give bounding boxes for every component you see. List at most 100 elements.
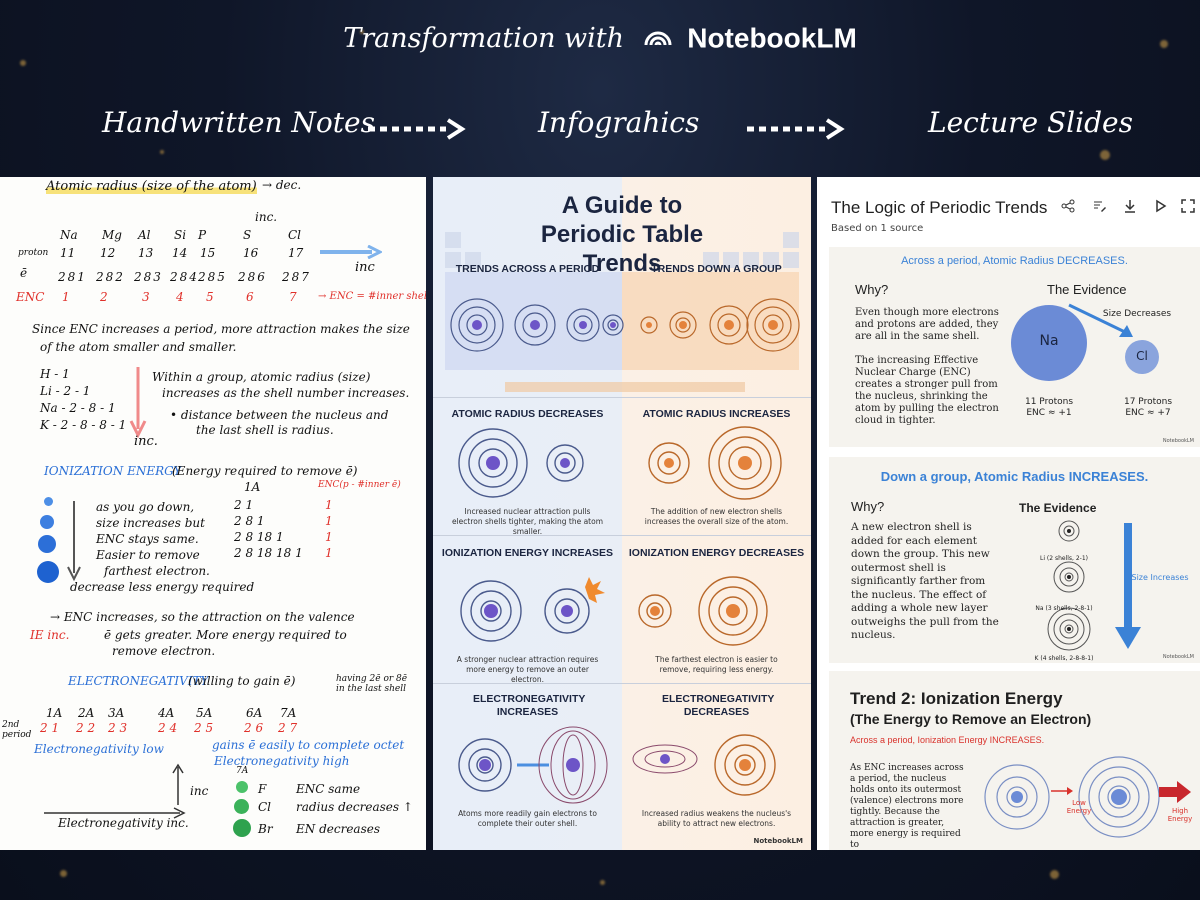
- infographic-panel: A Guide to Periodic Table Trends TRENDS …: [433, 177, 811, 850]
- en-value: 2 2: [76, 721, 96, 735]
- section-caption: Increased nuclear attraction pulls elect…: [451, 507, 604, 536]
- slides-title: The Logic of Periodic Trends: [831, 198, 1048, 217]
- download-icon[interactable]: [1121, 199, 1139, 217]
- en-period: 2nd period: [2, 720, 32, 740]
- atom-dot-icon: [40, 515, 54, 529]
- group-row: K - 2 - 8 - 8 - 1: [40, 418, 127, 432]
- na-atom-icon: [1011, 305, 1087, 381]
- ie-line: ENC stays same.: [96, 532, 199, 546]
- element-symbol: Na: [60, 228, 78, 242]
- en-bottom: Electronegativity inc.: [58, 816, 189, 830]
- proton-count: 14: [172, 246, 188, 260]
- slide-3[interactable]: Trend 2: Ionization Energy (The Energy t…: [829, 671, 1200, 850]
- slide-2[interactable]: Down a group, Atomic Radius INCREASES. W…: [829, 457, 1200, 663]
- en-high-line: Electronegativity high: [214, 754, 350, 768]
- en-value: 2 4: [158, 721, 178, 735]
- halogen-dot-icon: [236, 781, 248, 793]
- electron-config: 285: [198, 270, 227, 284]
- ie-inc-line: remove electron.: [112, 644, 216, 658]
- en-low: Electronegativity low: [34, 742, 164, 756]
- ie-line: as you go down,: [96, 500, 195, 514]
- background-sparkle: [160, 150, 164, 154]
- enc-value: 7: [289, 290, 297, 304]
- group-text: increases as the shell number increases.: [162, 386, 410, 400]
- na-caption: ENC ≈ +1: [1026, 408, 1072, 418]
- play-icon[interactable]: [1151, 199, 1169, 217]
- edit-icon[interactable]: [1091, 199, 1109, 217]
- en-value: 2 7: [278, 721, 298, 735]
- proton-count: 13: [138, 246, 154, 260]
- stage-handwritten: Handwritten Notes: [102, 106, 375, 139]
- en-side-note: having 2ē or 8ē in the last shell: [336, 674, 408, 694]
- element-symbol: Cl: [288, 228, 302, 242]
- cl-caption: 17 Protons: [1123, 397, 1173, 407]
- slide-heading: (The Energy to Remove an Electron): [850, 711, 1092, 727]
- slide-why: Why?: [851, 499, 885, 514]
- share-icon[interactable]: [1059, 199, 1077, 217]
- dotted-arrow-icon: [366, 117, 466, 145]
- divider: [433, 683, 811, 684]
- enc-value: 3: [142, 290, 150, 304]
- background-sparkle: [600, 880, 605, 885]
- background-sparkle: [1160, 40, 1168, 48]
- section-head: ATOMIC RADIUS INCREASES: [642, 408, 791, 420]
- en-group: 5A: [196, 706, 213, 720]
- proton-count: 16: [243, 246, 259, 260]
- slide-heading: Down a group, Atomic Radius INCREASES.: [880, 469, 1149, 484]
- stage-lecture-slides: Lecture Slides: [928, 106, 1133, 139]
- background-sparkle: [1100, 150, 1110, 160]
- halogen-symbol: Br: [258, 822, 273, 836]
- cl-atom-icon: [1125, 340, 1159, 374]
- notebooklm-logo-icon: [643, 23, 673, 54]
- element-symbol: Al: [138, 228, 151, 242]
- slide-body: As ENC increases across a period, the nu…: [850, 763, 964, 850]
- enc-value: 5: [206, 290, 214, 304]
- ie-line: size increases but: [96, 516, 205, 530]
- slide-body: A new electron shell is added for each e…: [851, 521, 999, 641]
- electron-label: ē: [20, 266, 28, 280]
- en-group: 1A: [46, 706, 63, 720]
- section-head: IONIZATION ENERGY INCREASES: [441, 547, 614, 559]
- lecture-slides-panel: The Logic of Periodic Trends Based on 1 …: [817, 177, 1200, 850]
- section-caption: The addition of new electron shells incr…: [644, 507, 789, 526]
- blue-arrow-icon: [320, 245, 382, 259]
- header-title: Transformation with NotebookLM: [0, 22, 1200, 55]
- slide-body: Even though more electrons and protons a…: [855, 307, 999, 342]
- group-inc: inc.: [134, 434, 158, 449]
- header-brand: NotebookLM: [687, 22, 857, 54]
- en-value: 2 1: [40, 721, 60, 735]
- ionization-atoms-graphic: [984, 756, 1191, 838]
- cl-caption: ENC ≈ +7: [1125, 408, 1171, 418]
- element-symbol: S: [243, 228, 252, 242]
- header-prefix: Transformation with: [343, 23, 625, 54]
- slide-1[interactable]: Across a period, Atomic Radius DECREASES…: [829, 247, 1200, 447]
- background-sparkle: [1050, 870, 1059, 879]
- slide-body: The increasing Effective Nuclear Charge …: [855, 355, 999, 426]
- ionization-energy-graphic: [460, 576, 768, 646]
- na-label: Na: [1039, 333, 1059, 349]
- proton-count: 15: [200, 246, 216, 260]
- enc-label: ENC: [16, 290, 45, 304]
- halogen-dot-icon: [233, 819, 251, 837]
- atom-dot-icon: [44, 497, 53, 506]
- section-caption: Increased radius weakens the nucleus's a…: [641, 809, 792, 828]
- ie-col: 1A: [244, 480, 261, 494]
- element-symbol: Si: [174, 228, 187, 242]
- halogen-note: ENC same: [296, 782, 361, 796]
- group-atoms-graphic: [1047, 520, 1091, 651]
- enc-value: 1: [62, 290, 70, 304]
- ie-line: farthest electron.: [104, 564, 210, 578]
- right-arrow-icon: [44, 807, 186, 819]
- group-row: H - 1: [40, 367, 70, 381]
- ie-def: (Energy required to remove ē): [172, 464, 358, 478]
- trends-down-group-head: TRENDS DOWN A GROUP: [651, 263, 782, 275]
- dotted-arrow-icon: [745, 117, 845, 145]
- section-head: IONIZATION ENERGY DECREASES: [628, 547, 805, 559]
- fullscreen-icon[interactable]: [1179, 199, 1197, 217]
- size-increases-label: Size Increases: [1131, 573, 1189, 582]
- ie-enc-value: 1: [325, 514, 333, 528]
- ie-enc-value: 1: [325, 546, 333, 560]
- enc-value: 2: [100, 290, 108, 304]
- background-sparkle: [360, 30, 364, 34]
- slide-watermark: NotebookLM: [1162, 438, 1194, 444]
